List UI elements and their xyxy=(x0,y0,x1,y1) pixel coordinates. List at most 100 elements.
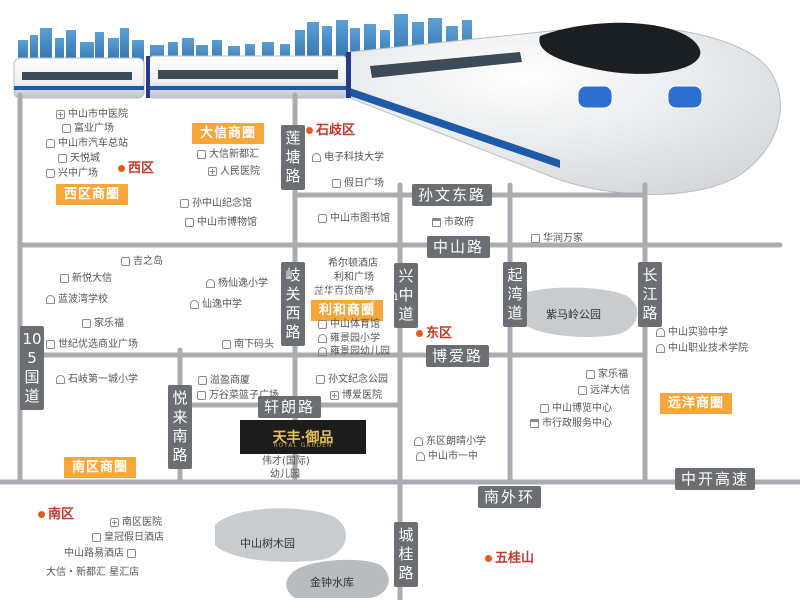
project-subtitle: ROYAL GARDEN xyxy=(273,442,333,449)
district-lihe: 利和商圈 xyxy=(311,300,384,321)
location-dot-icon xyxy=(306,127,313,134)
school-icon xyxy=(318,347,327,356)
park-icon xyxy=(316,375,325,384)
poi-szf: 市政府 xyxy=(432,216,474,229)
location-dot-icon xyxy=(416,330,423,337)
poi-fyguangchang: 富业广场 xyxy=(62,122,114,135)
road-boai: 博爱路 xyxy=(426,345,490,367)
building-icon xyxy=(46,340,55,349)
road-chenggui: 城桂路 xyxy=(394,522,418,587)
school-icon xyxy=(416,452,425,461)
building-icon xyxy=(58,154,67,163)
poi-yjyyey: 雍景园幼儿园 xyxy=(318,345,390,358)
government-icon xyxy=(530,419,539,428)
poi-sxzfw: 市行政服务中心 xyxy=(530,417,612,430)
bus-icon xyxy=(46,139,55,148)
hotel-icon xyxy=(92,533,101,542)
poi-bwg: 中山市博物馆 xyxy=(185,216,257,229)
building-icon xyxy=(197,391,206,400)
school-icon xyxy=(190,300,199,309)
area-shiqi: 石歧区 xyxy=(306,123,355,139)
road-qiwan: 起湾道 xyxy=(503,262,527,327)
building-icon xyxy=(198,376,207,385)
hospital-icon xyxy=(208,167,217,176)
poi-dzkj: 电子科技大学 xyxy=(312,151,384,164)
school-icon xyxy=(46,295,55,304)
school-icon xyxy=(656,328,665,337)
poi-baoyy: 博爱医院 xyxy=(330,389,382,402)
poi-rmyy: 人民医院 xyxy=(208,165,260,178)
poi-dxxdh: 大信新都汇 xyxy=(197,148,259,161)
area-east: 东区 xyxy=(416,326,452,342)
poi-xyzxue: 仙逸中学 xyxy=(190,298,242,311)
district-yuanyang: 远洋商圈 xyxy=(660,393,733,414)
poi-lbwxx: 蓝波湾学校 xyxy=(46,293,108,306)
area-west: 西区 xyxy=(118,161,154,177)
location-dot-icon xyxy=(485,555,492,562)
building-icon xyxy=(531,234,540,243)
poi-zstyg: 中山体育馆 xyxy=(318,318,380,331)
poi-jzd: 吉之岛 xyxy=(121,255,163,268)
road-lianfang: 莲塘路 xyxy=(281,125,305,190)
library-icon xyxy=(318,214,327,223)
museum-icon xyxy=(180,199,189,208)
pier-icon xyxy=(222,340,231,349)
poi-ytsx: 溢盈商厦 xyxy=(198,374,250,387)
poi-nxmt: 南下码头 xyxy=(222,338,274,351)
stadium-icon xyxy=(318,320,327,329)
building-icon xyxy=(578,386,587,395)
poi-xzgc: 兴中广场 xyxy=(46,167,98,180)
reservoir-jinzhong: 金钟水库 xyxy=(310,576,354,589)
poi-xyzx: 新悦大信 xyxy=(60,272,112,285)
poi-wglz: 万谷菜篮子广场 xyxy=(197,389,279,402)
road-xuanlang: 轩朗路 xyxy=(258,396,322,418)
building-icon xyxy=(332,179,341,188)
school-icon xyxy=(414,437,423,446)
poi-zsbl: 中山博览中心 xyxy=(540,402,612,415)
park-zimaling: 紫马岭公园 xyxy=(546,308,601,321)
poi-swjny: 孙文纪念公园 xyxy=(316,373,388,386)
hospital-icon xyxy=(330,391,339,400)
poi-hgjrjd: 皇冠假日酒店 xyxy=(92,531,164,544)
green-areas xyxy=(215,287,638,598)
poi-zsyy: 中山市中医院 xyxy=(56,108,128,121)
poi-ydxx: 远洋大信 xyxy=(578,384,630,397)
museum-icon xyxy=(185,218,194,227)
road-xingzhong: 兴中道 xyxy=(394,263,418,328)
poi-zslyjd: 中山路易酒店 xyxy=(64,547,136,560)
road-yuelai-nan: 悦来南路 xyxy=(168,385,192,469)
road-105-guodao: 105国道 xyxy=(20,326,44,410)
building-icon xyxy=(197,150,206,159)
poi-hrwj: 华润万家 xyxy=(531,232,583,245)
building-icon xyxy=(60,274,69,283)
poi-jlf1: 家乐福 xyxy=(82,317,124,330)
location-dot-icon xyxy=(38,511,45,518)
poi-szsjng: 孙中山纪念馆 xyxy=(180,197,252,210)
poi-dxxdhxgd: 大信・新都汇 星汇店 xyxy=(46,567,140,578)
poi-sqdyxx: 石岐第一城小学 xyxy=(56,373,138,386)
district-nanqu: 南区商圈 xyxy=(64,457,137,478)
road-qiguanxi: 岐关西路 xyxy=(281,262,305,346)
building-icon xyxy=(121,257,130,266)
watermark: WWW.fyun xyxy=(315,288,400,304)
poi-jrgc: 假日广场 xyxy=(332,177,384,190)
building-icon xyxy=(46,169,55,178)
district-xiqu: 西区商圈 xyxy=(56,184,129,205)
poi-nqyy: 南区医院 xyxy=(110,516,162,529)
school-icon xyxy=(312,153,321,162)
building-icon xyxy=(62,124,71,133)
district-daxin: 大信商圈 xyxy=(192,123,265,144)
hotel-icon xyxy=(127,549,136,558)
poi-zsyz: 中山市一中 xyxy=(416,450,478,463)
poi-sjyx: 世纪优选商业广场 xyxy=(46,338,138,351)
poi-zssy: 中山实验中学 xyxy=(656,326,728,339)
area-wuguishan: 五桂山 xyxy=(485,551,534,567)
project-name: 天丰·御品 xyxy=(272,430,334,446)
building-icon xyxy=(586,370,595,379)
poi-xedjd: 希尔顿酒店 xyxy=(328,258,378,269)
poi-dqlxx: 东区朗晴小学 xyxy=(414,435,486,448)
poi-lhgc: 利和广场 xyxy=(334,272,374,283)
hospital-icon xyxy=(110,518,119,527)
road-zhongkai: 中开高速 xyxy=(675,468,756,490)
